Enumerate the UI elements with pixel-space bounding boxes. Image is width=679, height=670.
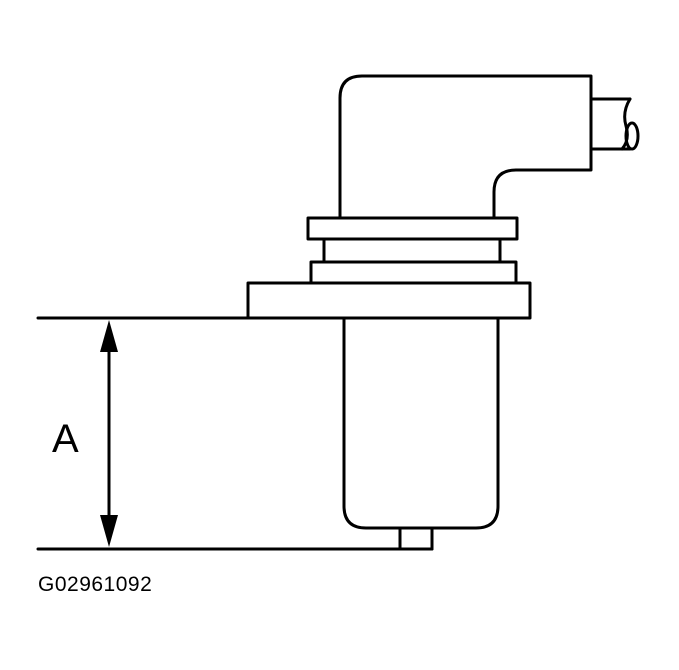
wire-cut-loop: [624, 121, 640, 151]
mounting-flange: [246, 281, 532, 320]
dimension-arrow-top: [100, 320, 118, 352]
neck: [322, 237, 502, 264]
dimension-label: A: [52, 417, 79, 461]
figure-id: G02961092: [38, 573, 153, 596]
sensor-body: [342, 316, 500, 530]
upper-collar: [306, 216, 519, 241]
dimension-arrow-bottom: [100, 515, 118, 547]
connector-housing: [338, 74, 593, 220]
lower-collar: [309, 260, 518, 285]
sensor-tip: [398, 526, 434, 551]
